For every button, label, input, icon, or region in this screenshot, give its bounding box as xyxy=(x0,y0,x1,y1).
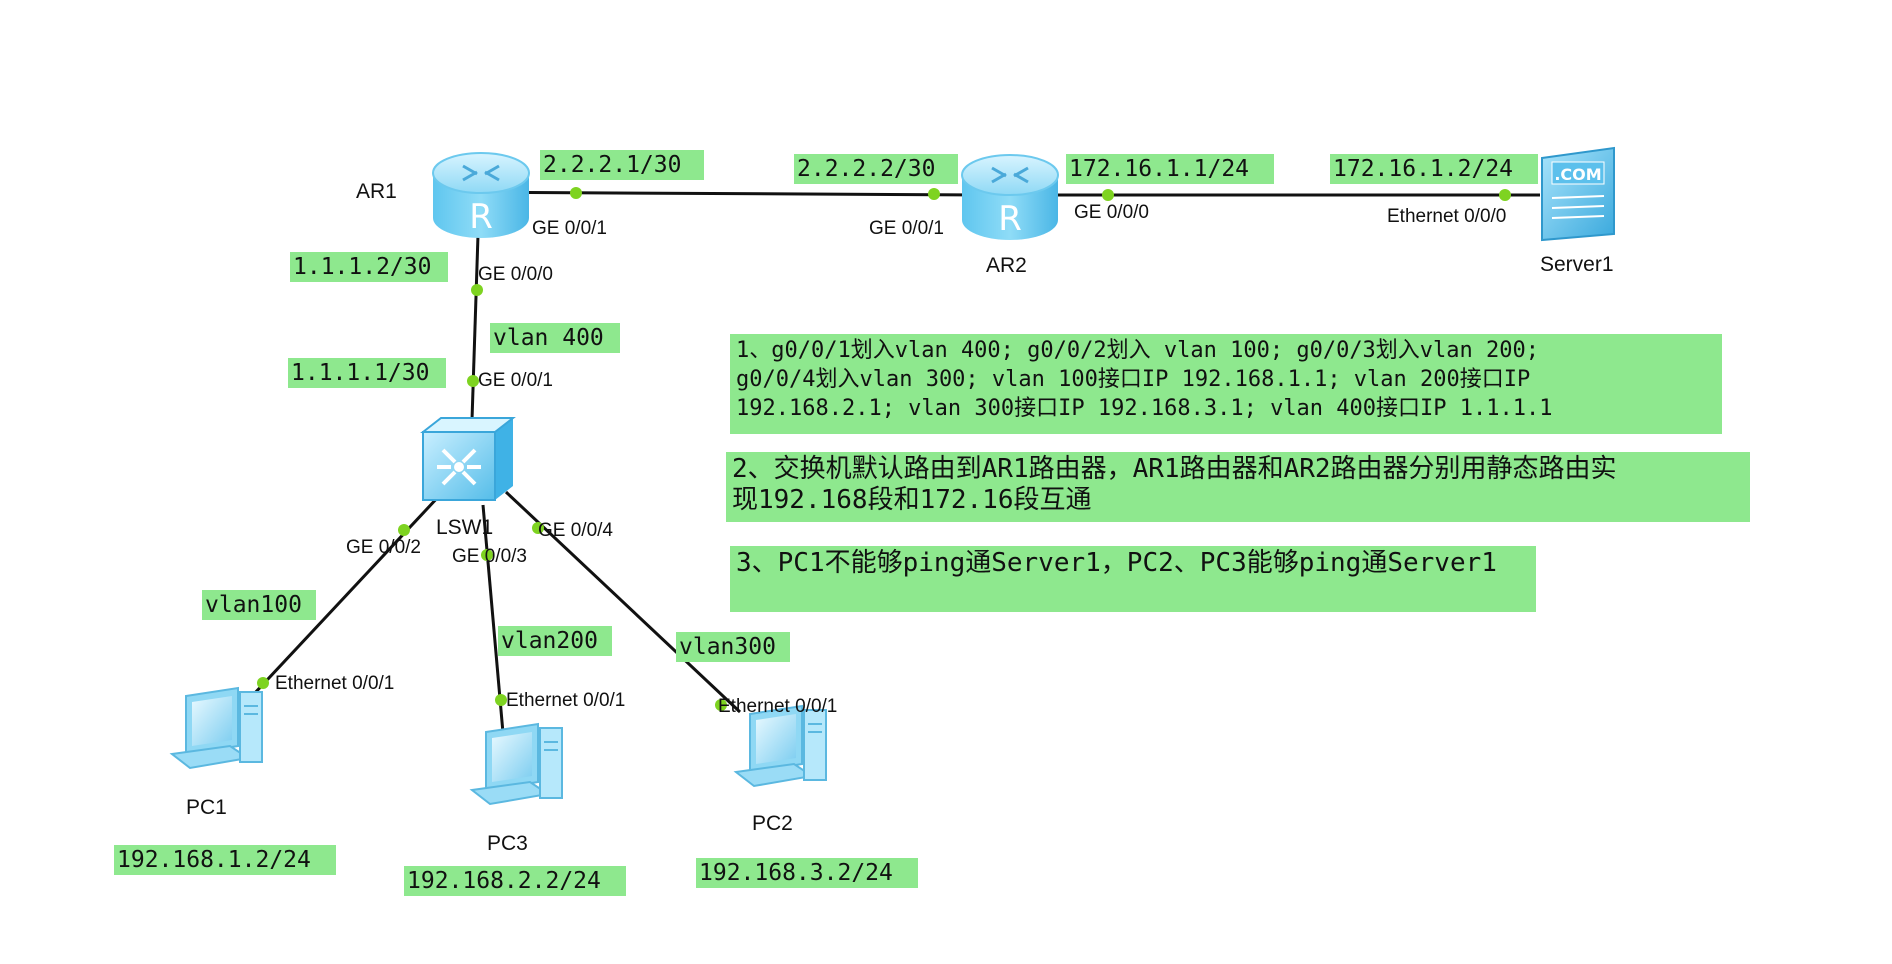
vlan-label-100: vlan100 xyxy=(202,590,316,620)
port-dot xyxy=(481,549,493,561)
port-dot xyxy=(467,375,479,387)
router-letter: R xyxy=(469,197,493,237)
port-label-lsw-ge002: GE 0/0/2 xyxy=(346,537,421,558)
vlan-label-400: vlan 400 xyxy=(490,323,620,353)
port-dot xyxy=(471,284,483,296)
pc-icon[interactable] xyxy=(735,705,827,787)
ip-label-ar1-ge000: 1.1.1.2/30 xyxy=(290,252,448,282)
port-label-ar1-ge000: GE 0/0/0 xyxy=(478,264,553,285)
vlan-label-200: vlan200 xyxy=(498,626,612,656)
port-dot xyxy=(495,694,507,706)
port-label-ar2-ge000: GE 0/0/0 xyxy=(1074,202,1149,223)
ip-label-pc2: 192.168.3.2/24 xyxy=(696,858,918,888)
ip-label-pc3: 192.168.2.2/24 xyxy=(404,866,626,896)
requirement-note-3-text: 3、PC1不能够ping通Server1，PC2、PC3能够ping通Serve… xyxy=(736,548,1497,578)
port-dot xyxy=(1102,189,1114,201)
port-label-lsw-ge001: GE 0/0/1 xyxy=(478,370,553,391)
ip-label-ar2-ge000: 172.16.1.1/24 xyxy=(1066,154,1274,184)
link-ar1-lsw1 xyxy=(470,234,480,421)
device-name-server1: Server1 xyxy=(1540,253,1614,276)
port-label-ar1-ge001: GE 0/0/1 xyxy=(532,218,607,239)
requirement-note-2-text: 2、交换机默认路由到AR1路由器，AR1路由器和AR2路由器分别用静态路由实 现… xyxy=(732,454,1617,515)
server-badge: .COM xyxy=(1554,165,1601,184)
device-name-ar1: AR1 xyxy=(356,180,397,203)
router-icon[interactable]: R xyxy=(960,153,1060,242)
pc-icon[interactable] xyxy=(171,687,263,769)
port-dot xyxy=(257,677,269,689)
pc-icon[interactable] xyxy=(471,723,563,805)
device-name-pc2: PC2 xyxy=(752,812,793,835)
ip-label-server: 172.16.1.2/24 xyxy=(1330,154,1538,184)
ip-label-ar2-ge001: 2.2.2.2/30 xyxy=(794,154,958,184)
device-name-ar2: AR2 xyxy=(986,254,1027,277)
port-label-pc3-eth: Ethernet 0/0/1 xyxy=(506,690,626,711)
link-lsw1-pc2 xyxy=(504,490,742,714)
router-icon[interactable]: R xyxy=(431,151,531,240)
requirement-note-2: 2、交换机默认路由到AR1路由器，AR1路由器和AR2路由器分别用静态路由实 现… xyxy=(726,452,1750,522)
switch-icon[interactable] xyxy=(420,417,516,501)
port-dot xyxy=(715,699,727,711)
router-letter: R xyxy=(998,199,1022,239)
ip-label-ar1-ge001: 2.2.2.1/30 xyxy=(540,150,704,180)
port-dot xyxy=(928,188,940,200)
port-label-lsw-ge003: GE 0/0/3 xyxy=(452,546,527,567)
requirement-note-3: 3、PC1不能够ping通Server1，PC2、PC3能够ping通Serve… xyxy=(730,546,1536,612)
port-label-pc1-eth: Ethernet 0/0/1 xyxy=(275,673,395,694)
server-icon[interactable]: .COM xyxy=(1541,146,1615,242)
port-label-server-eth: Ethernet 0/0/0 xyxy=(1387,206,1507,227)
requirement-note-1: 1、g0/0/1划入vlan 400; g0/0/2划入 vlan 100; g… xyxy=(730,334,1722,434)
device-name-pc1: PC1 xyxy=(186,796,227,819)
ip-label-lsw-ge001: 1.1.1.1/30 xyxy=(288,358,446,388)
port-dot xyxy=(570,187,582,199)
requirement-note-1-text: 1、g0/0/1划入vlan 400; g0/0/2划入 vlan 100; g… xyxy=(736,338,1553,421)
port-label-pc2-eth: Ethernet 0/0/1 xyxy=(718,696,838,717)
port-dot xyxy=(532,522,544,534)
device-name-pc3: PC3 xyxy=(487,832,528,855)
vlan-label-300: vlan300 xyxy=(676,632,790,662)
port-label-ar2-ge001: GE 0/0/1 xyxy=(869,218,944,239)
port-dot xyxy=(398,524,410,536)
device-name-lsw1: LSW1 xyxy=(436,516,494,539)
port-dot xyxy=(1499,189,1511,201)
ip-label-pc1: 192.168.1.2/24 xyxy=(114,845,336,875)
port-label-lsw-ge004: GE 0/0/4 xyxy=(538,520,613,541)
